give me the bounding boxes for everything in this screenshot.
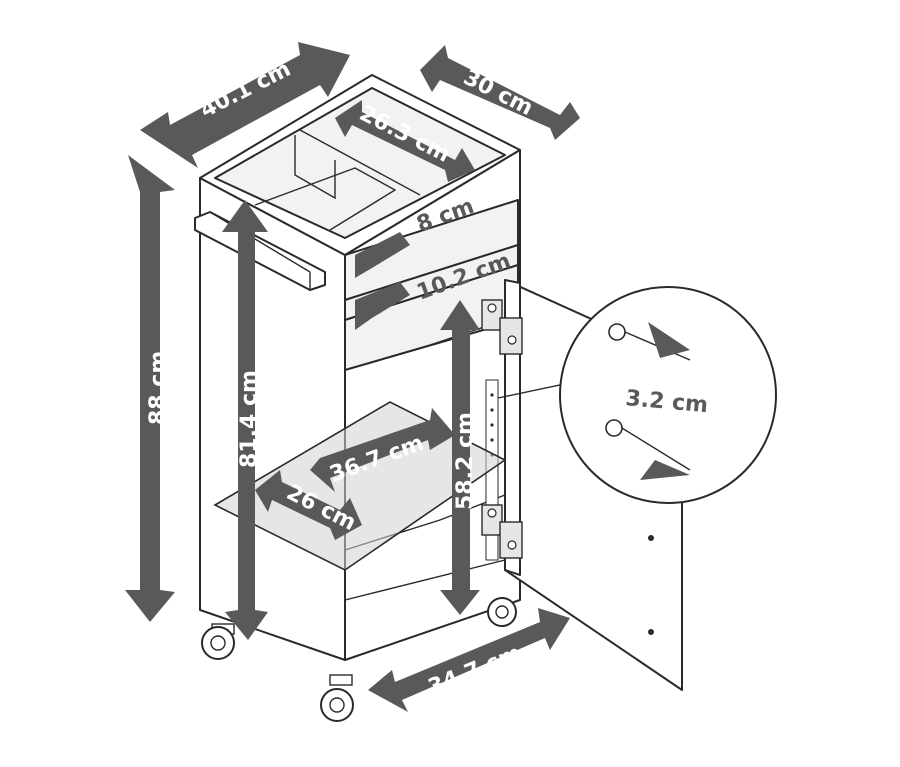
label-depth: 30 cm	[459, 65, 537, 121]
top-divider-2	[254, 167, 397, 231]
detail-arrow-bottom	[640, 460, 690, 480]
arrow-drawer-width	[335, 100, 475, 182]
detail-hole-top	[608, 323, 626, 341]
arrow-depth	[420, 45, 580, 140]
detail-hole-bottom	[605, 419, 623, 437]
arrow-side-height	[222, 200, 268, 640]
label-height: 88 cm	[146, 351, 171, 425]
hinge-bottom	[481, 504, 523, 559]
arrow-shelf-width	[310, 408, 455, 492]
caster-wheels	[201, 597, 517, 722]
arrow-door-width	[368, 608, 570, 712]
arrow-shelf-gap	[355, 282, 410, 330]
top-divider-1	[294, 135, 336, 200]
arrow-width	[140, 42, 350, 168]
hinge-top	[481, 299, 523, 355]
top-divider-3	[299, 129, 421, 196]
door-hole	[648, 629, 654, 635]
detail-arrow-top	[648, 322, 690, 358]
wheel-front-left	[201, 623, 235, 660]
arrow-shelf-depth	[255, 470, 362, 540]
inner-back-lines	[344, 319, 506, 371]
wheel-back-right	[487, 597, 517, 627]
arrow-drawer-height	[355, 232, 410, 278]
label-side-height: 81.4 cm	[237, 370, 262, 468]
arrow-height	[125, 155, 175, 622]
bottom-front-edge	[344, 559, 506, 601]
detail-callout	[497, 286, 777, 504]
door-hole	[648, 535, 654, 541]
arrow-door-height	[440, 300, 480, 615]
label-door-height: 58.2 cm	[453, 412, 478, 510]
wheel-front-right	[320, 674, 354, 722]
detail-magnifier	[559, 286, 777, 504]
